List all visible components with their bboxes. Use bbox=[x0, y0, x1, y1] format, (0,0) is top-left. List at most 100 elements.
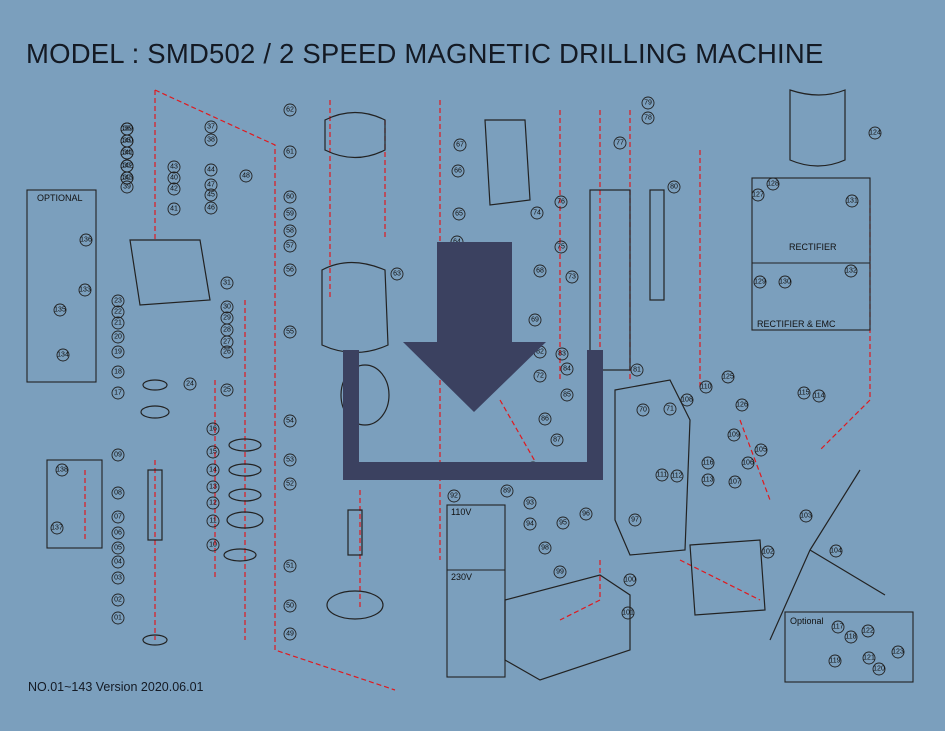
part-callout-92: 92 bbox=[447, 489, 461, 503]
svg-text:101: 101 bbox=[622, 610, 634, 617]
optional-left-label: OPTIONAL bbox=[37, 193, 83, 203]
svg-text:75: 75 bbox=[557, 244, 565, 251]
part-callout-74: 74 bbox=[530, 206, 544, 220]
svg-text:103: 103 bbox=[800, 513, 812, 520]
svg-text:05: 05 bbox=[114, 545, 122, 552]
svg-text:124: 124 bbox=[869, 130, 881, 137]
part-callout-112: 112 bbox=[670, 469, 684, 483]
part-callout-38: 38 bbox=[204, 133, 218, 147]
svg-text:105: 105 bbox=[755, 447, 767, 454]
part-callout-07: 07 bbox=[111, 510, 125, 524]
part-callout-44: 44 bbox=[204, 163, 218, 177]
part-callout-50: 50 bbox=[283, 599, 297, 613]
part-callouts: 3635343332313029282726252423222120191817… bbox=[50, 96, 905, 676]
svg-text:21: 21 bbox=[114, 320, 122, 327]
part-callout-30: 30 bbox=[220, 300, 234, 314]
part-callout-62: 62 bbox=[283, 103, 297, 117]
svg-text:118: 118 bbox=[845, 634, 856, 641]
part-callout-16: 16 bbox=[206, 422, 220, 436]
svg-text:99: 99 bbox=[556, 569, 564, 576]
svg-text:58: 58 bbox=[286, 228, 294, 235]
svg-text:57: 57 bbox=[286, 243, 294, 250]
part-callout-20: 20 bbox=[111, 330, 125, 344]
part-callout-43: 43 bbox=[167, 160, 181, 174]
svg-text:77: 77 bbox=[616, 140, 624, 147]
part-callout-66: 66 bbox=[451, 164, 465, 178]
part-callout-15: 15 bbox=[206, 445, 220, 459]
svg-text:29: 29 bbox=[223, 315, 231, 322]
part-callout-03: 03 bbox=[111, 571, 125, 585]
svg-text:102: 102 bbox=[762, 549, 774, 556]
part-callout-06: 06 bbox=[111, 526, 125, 540]
page-title: MODEL : SMD502 / 2 SPEED MAGNETIC DRILLI… bbox=[26, 38, 824, 69]
svg-text:65: 65 bbox=[455, 211, 463, 218]
part-callout-79: 79 bbox=[641, 96, 655, 110]
part-callout-19: 19 bbox=[111, 345, 125, 359]
part-callout-121: 121 bbox=[862, 651, 876, 665]
svg-text:95: 95 bbox=[559, 520, 567, 527]
svg-text:104: 104 bbox=[830, 548, 842, 555]
part-callout-13: 13 bbox=[206, 480, 220, 494]
part-callout-05: 05 bbox=[111, 541, 125, 555]
part-callout-95: 95 bbox=[556, 516, 570, 530]
svg-text:34: 34 bbox=[123, 150, 131, 157]
part-callout-83: 83 bbox=[555, 347, 569, 361]
part-callout-54: 54 bbox=[283, 414, 297, 428]
svg-text:46: 46 bbox=[207, 205, 215, 212]
svg-text:130: 130 bbox=[779, 279, 791, 286]
part-callout-69: 69 bbox=[528, 313, 542, 327]
part-callout-110: 110 bbox=[699, 380, 713, 394]
part-callout-17: 17 bbox=[111, 386, 125, 400]
svg-text:01: 01 bbox=[114, 615, 122, 622]
part-callout-84: 84 bbox=[560, 362, 574, 376]
part-callout-130: 130 bbox=[778, 275, 792, 289]
svg-text:123: 123 bbox=[892, 649, 904, 656]
part-callout-41: 41 bbox=[167, 202, 181, 216]
part-callout-26: 26 bbox=[220, 345, 234, 359]
svg-text:41: 41 bbox=[170, 206, 178, 213]
svg-text:86: 86 bbox=[541, 416, 549, 423]
part-callout-118: 118 bbox=[844, 630, 858, 644]
part-callout-58: 58 bbox=[283, 224, 297, 238]
part-callout-27: 27 bbox=[220, 335, 234, 349]
svg-text:129: 129 bbox=[754, 279, 766, 286]
voltage-box: 110V 230V bbox=[446, 504, 506, 678]
part-callout-70: 70 bbox=[636, 403, 650, 417]
part-callout-126: 126 bbox=[735, 398, 749, 412]
svg-text:28: 28 bbox=[223, 327, 231, 334]
svg-text:17: 17 bbox=[114, 390, 122, 397]
svg-text:12: 12 bbox=[209, 500, 217, 507]
svg-text:49: 49 bbox=[286, 631, 294, 638]
svg-text:37: 37 bbox=[207, 124, 215, 131]
svg-text:04: 04 bbox=[114, 559, 122, 566]
svg-text:122: 122 bbox=[862, 628, 874, 635]
svg-text:97: 97 bbox=[631, 517, 639, 524]
svg-text:140: 140 bbox=[121, 138, 133, 145]
svg-text:48: 48 bbox=[242, 173, 250, 180]
part-callout-75: 75 bbox=[554, 240, 568, 254]
svg-text:19: 19 bbox=[114, 349, 122, 356]
svg-text:03: 03 bbox=[114, 575, 122, 582]
part-callout-73: 73 bbox=[565, 270, 579, 284]
part-callout-31: 31 bbox=[220, 276, 234, 290]
svg-text:30: 30 bbox=[223, 304, 231, 311]
svg-text:143: 143 bbox=[121, 175, 133, 182]
svg-text:56: 56 bbox=[286, 267, 294, 274]
part-callout-23: 23 bbox=[111, 294, 125, 308]
svg-text:07: 07 bbox=[114, 514, 122, 521]
part-callout-107: 107 bbox=[728, 475, 742, 489]
rectifier-box: RECTIFIER RECTIFIER & EMC bbox=[751, 177, 871, 331]
svg-text:89: 89 bbox=[503, 488, 511, 495]
svg-text:81: 81 bbox=[633, 367, 641, 374]
part-callout-49: 49 bbox=[283, 627, 297, 641]
rectifier-label: RECTIFIER bbox=[789, 242, 837, 252]
part-callout-129: 129 bbox=[753, 275, 767, 289]
svg-text:80: 80 bbox=[670, 184, 678, 191]
part-callout-96: 96 bbox=[579, 507, 593, 521]
part-callout-25: 25 bbox=[220, 383, 234, 397]
part-callout-22: 22 bbox=[111, 305, 125, 319]
part-callout-141: 141 bbox=[120, 146, 134, 160]
svg-text:72: 72 bbox=[536, 373, 544, 380]
